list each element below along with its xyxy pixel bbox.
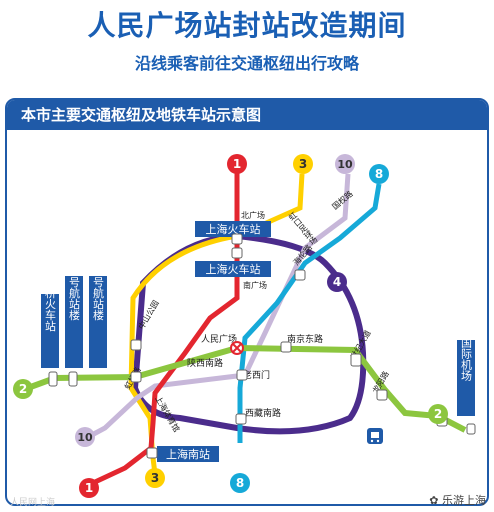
- interchange-hailun: [294, 269, 306, 281]
- line8-badge-top: 8: [369, 164, 389, 184]
- station-south-square: 南广场: [243, 280, 267, 290]
- station-xizang-south: 西藏南路: [245, 407, 281, 419]
- line-number: 8: [375, 167, 383, 181]
- hub-hongqiao-t2: 虹桥2号航站楼: [65, 247, 83, 368]
- station-peoples-square: 人民广场: [201, 333, 237, 345]
- hub-label: 虹桥火车站: [44, 276, 57, 332]
- hub-pudong-airport: 浦东国际机场: [457, 315, 475, 416]
- line-number: 8: [236, 476, 244, 490]
- line1-badge-bottom: 1: [79, 478, 99, 498]
- line-number: 2: [434, 407, 442, 421]
- interchange-zhongshan-park: [130, 371, 142, 383]
- line8-badge-bottom: 8: [230, 473, 250, 493]
- hub-hongqiao-station: 虹桥火车站: [41, 276, 59, 368]
- map-panel-title: 本市主要交通枢纽及地铁车站示意图: [7, 100, 487, 130]
- interchange-hongqiao-t2: [68, 371, 78, 387]
- interchange-shanghai-station-south: [231, 247, 243, 259]
- line10-badge-top: 10: [335, 154, 355, 174]
- metro-map: 上海火车站 上海火车站 上海南站 虹桥火车站 虹桥2号航站楼 虹桥1号航站楼 浦…: [13, 154, 476, 498]
- station-nanjing-east: 南京东路: [287, 333, 323, 345]
- line1-route: [93, 170, 240, 485]
- interchange-hongqiao-station: [48, 371, 58, 387]
- line10-route: [88, 173, 351, 439]
- line-number: 10: [77, 431, 93, 444]
- hub-label: 虹桥2号航站楼: [68, 247, 81, 321]
- hub-label: 上海火车站: [206, 222, 261, 236]
- line2-badge-west: 2: [13, 379, 33, 399]
- station-laoximen: 老西门: [243, 369, 270, 381]
- line-number: 1: [85, 481, 93, 495]
- page-subtitle: 沿线乘客前往交通枢纽出行攻略: [134, 54, 359, 73]
- footer-watermark: 人民网上海: [10, 498, 56, 508]
- line2-route: [23, 344, 467, 433]
- closed-station-icon: [230, 341, 244, 355]
- brand-icon: ✿: [429, 494, 442, 507]
- hub-hongqiao-t1: 虹桥1号航站楼: [89, 247, 107, 368]
- hub-label: 上海火车站: [206, 262, 261, 276]
- station-guoquan: 国权路: [330, 188, 355, 211]
- line1-badge-top: 1: [227, 154, 247, 174]
- line4-badge: 4: [327, 272, 347, 292]
- line-number: 2: [19, 382, 27, 396]
- line2-badge-east: 2: [428, 404, 448, 424]
- interchange-longyang: [376, 389, 388, 401]
- line3-badge-top: 3: [293, 154, 313, 174]
- interchange-shanghai-south: [146, 447, 158, 459]
- hub-shanghai-station-south: 上海火车站: [195, 261, 271, 277]
- station-north-square: 北广场: [241, 210, 265, 220]
- hub-label: 浦东国际机场: [460, 315, 473, 382]
- hub-shanghai-south: 上海南站: [157, 446, 219, 462]
- brand-label: 乐游上海: [442, 494, 486, 507]
- interchange-laoximen: [236, 369, 248, 381]
- line-number: 10: [337, 158, 353, 171]
- interchange-century-avenue: [350, 353, 362, 367]
- hub-shanghai-station-north: 上海火车站: [195, 221, 271, 237]
- interchange-zhongshan-park-north: [130, 339, 142, 351]
- hub-label: 上海南站: [166, 447, 210, 461]
- hub-label: 虹桥1号航站楼: [92, 247, 105, 321]
- page-title: 人民广场站封站改造期间: [87, 9, 407, 42]
- interchange-nanjing-east: [280, 341, 292, 353]
- interchange-shanghai-station: [231, 233, 243, 245]
- line-number: 1: [233, 157, 241, 171]
- line3-badge-bottom: 3: [145, 468, 165, 488]
- line-number: 3: [151, 471, 159, 485]
- line10-badge-bottom: 10: [75, 427, 95, 447]
- footer-brand: ✿ 乐游上海: [429, 492, 486, 508]
- interchange-xizang-south: [235, 413, 247, 425]
- station-shaanxi-south: 陕西南路: [187, 357, 223, 369]
- station-hongkou: 虹口足球场: [287, 210, 320, 247]
- maglev-train-icon: [367, 428, 383, 444]
- line-number: 3: [299, 157, 307, 171]
- interchange-pudong-east: [466, 423, 476, 435]
- line-number: 4: [333, 275, 341, 289]
